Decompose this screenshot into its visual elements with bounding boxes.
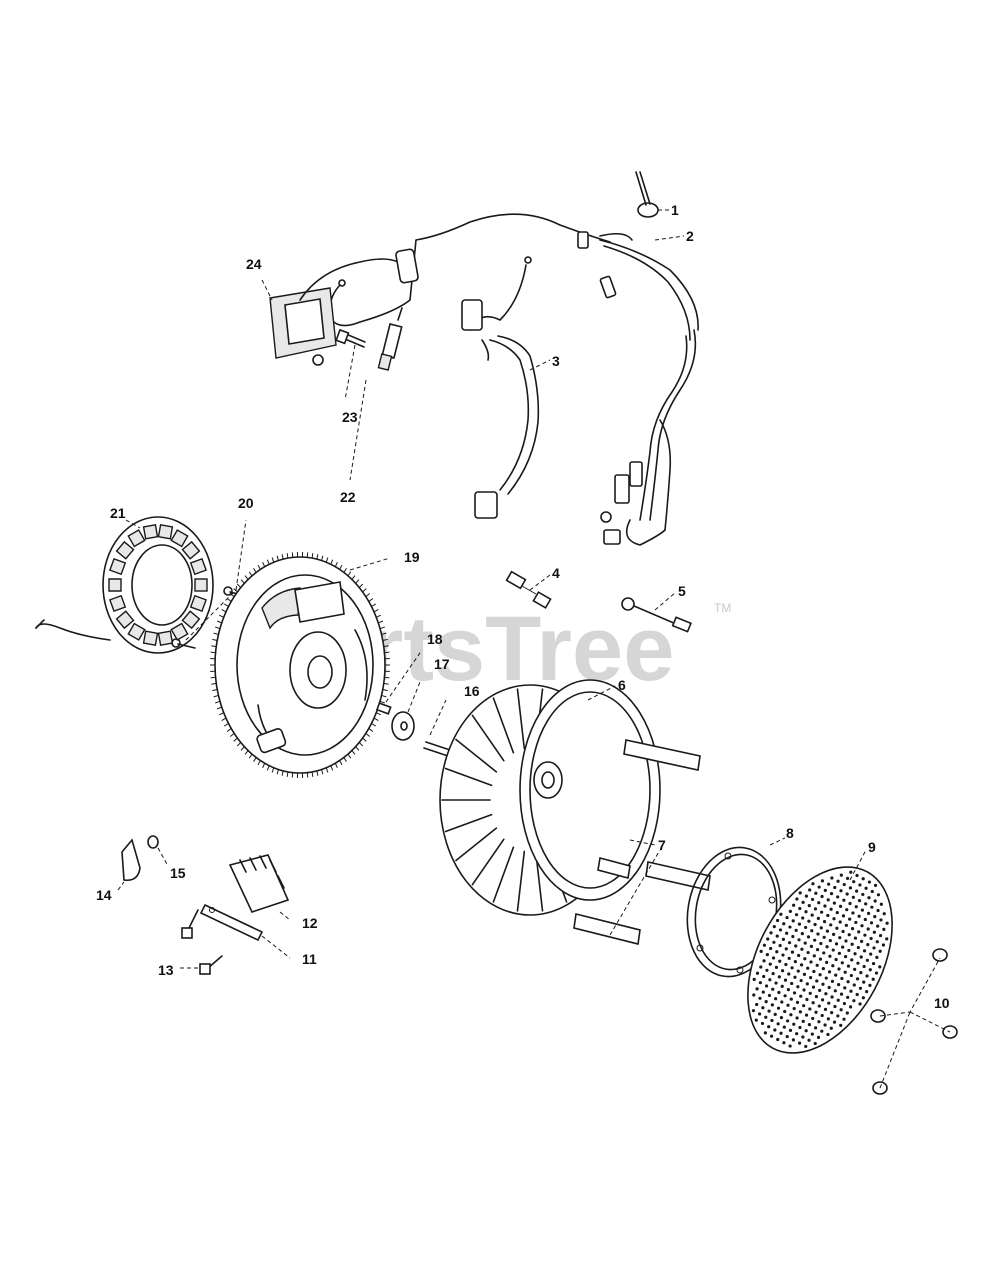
callout-2: 2 (686, 228, 694, 244)
callout-6: 6 (618, 677, 626, 693)
part-12-rectifier (228, 854, 290, 913)
part-18-key (375, 702, 392, 715)
leader-lines (117, 209, 951, 1089)
callout-14: 14 (96, 887, 112, 903)
callout-15: 15 (170, 865, 186, 881)
callout-22: 22 (340, 489, 356, 505)
callout-18: 18 (427, 631, 443, 647)
callout-7: 7 (658, 837, 666, 853)
part-5-terminal-lead (621, 597, 692, 633)
part-23-screw (335, 328, 366, 348)
part-10-washers (870, 948, 958, 1095)
part-2-wiring-harness (329, 213, 699, 546)
part-4-connector (505, 570, 552, 609)
callout-9: 9 (868, 839, 876, 855)
part-11-bracket (199, 903, 264, 942)
callout-20: 20 (238, 495, 254, 511)
part-24-ignition-module (269, 248, 419, 366)
callout-17: 17 (434, 656, 450, 672)
part-21-stator (35, 516, 214, 654)
callout-11: 11 (302, 951, 317, 967)
callout-19: 19 (404, 549, 420, 565)
part-13-screws (181, 909, 223, 975)
part-7-spacers (573, 739, 711, 945)
callout-4: 4 (552, 565, 560, 581)
callout-23: 23 (342, 409, 358, 425)
part-3-sub-harness (461, 256, 540, 519)
part-1-cable-tie (635, 171, 659, 218)
part-17-washer (391, 711, 415, 741)
callout-12: 12 (302, 915, 318, 931)
callout-21: 21 (110, 505, 126, 521)
callout-16: 16 (464, 683, 480, 699)
callout-1: 1 (671, 202, 679, 218)
part-6-fan (439, 679, 661, 916)
callout-labels: 1 2 3 4 5 6 7 8 9 10 11 12 13 14 15 16 1… (96, 202, 950, 1011)
part-9-screen (747, 866, 893, 1054)
callout-13: 13 (158, 962, 174, 978)
part-15-nut (147, 835, 159, 849)
callout-8: 8 (786, 825, 794, 841)
part-22-spark-plug (377, 307, 403, 371)
part-14-clip (121, 838, 141, 882)
part-19-flywheel (210, 552, 390, 778)
watermark-trademark: TM (714, 601, 731, 615)
callout-3: 3 (552, 353, 560, 369)
callout-5: 5 (678, 583, 686, 599)
callout-10: 10 (934, 995, 950, 1011)
callout-24: 24 (246, 256, 262, 272)
